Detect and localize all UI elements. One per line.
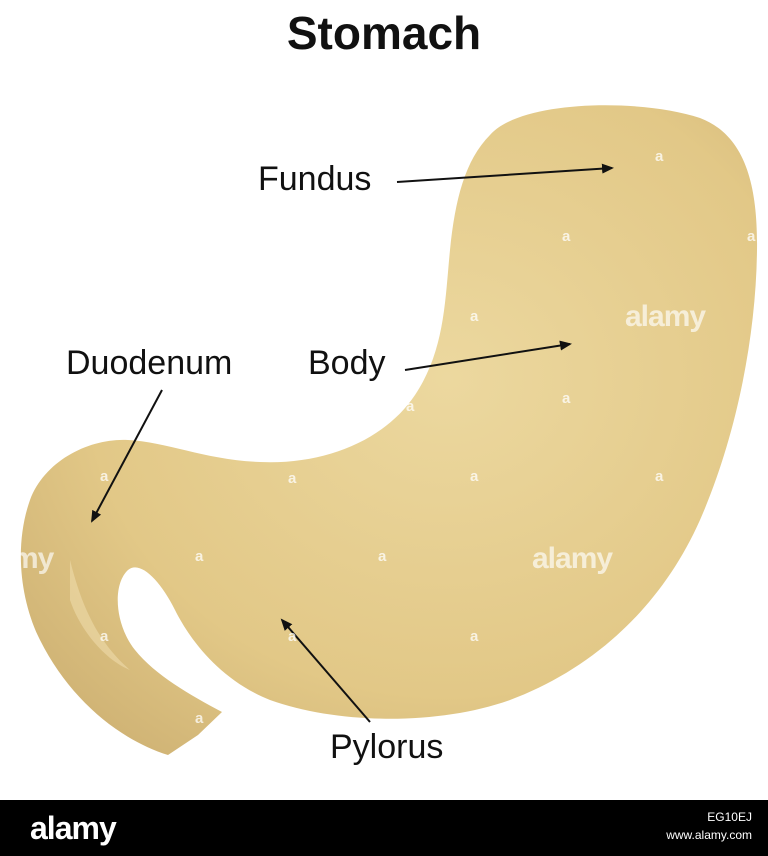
- watermark-mark: a: [378, 548, 387, 565]
- watermark-mark: a: [100, 468, 109, 485]
- watermark-brand: alamy: [532, 542, 613, 575]
- watermark-mark: a: [288, 628, 297, 645]
- watermark-mark: a: [562, 228, 571, 245]
- watermark-mark: a: [288, 470, 297, 487]
- watermark-mark: a: [195, 710, 204, 727]
- label-pylorus: Pylorus: [330, 728, 444, 766]
- watermark-mark: a: [562, 390, 571, 407]
- label-body: Body: [308, 344, 386, 382]
- footer-logo: alamy: [30, 810, 117, 846]
- footer-url: www.alamy.com: [666, 828, 752, 842]
- stomach-shape: [20, 105, 758, 755]
- watermark-mark: a: [470, 468, 479, 485]
- pylorus-arrow: [280, 618, 371, 723]
- watermark-mark: a: [655, 148, 664, 165]
- body-arrow: [404, 340, 572, 371]
- watermark-mark: a: [195, 548, 204, 565]
- duodenum-arrow: [91, 389, 163, 523]
- watermark-mark: a: [470, 628, 479, 645]
- watermark-brand: alamy: [625, 300, 706, 333]
- watermark-mark: a: [747, 228, 756, 245]
- label-duodenum: Duodenum: [66, 344, 233, 382]
- stomach-diagram: [20, 105, 758, 755]
- watermark-mark: a: [406, 398, 415, 415]
- watermark-mark: a: [470, 308, 479, 325]
- footer-bar: alamy EG10EJ www.alamy.com: [0, 800, 768, 856]
- watermark-mark: a: [655, 468, 664, 485]
- watermark-partial: my: [12, 542, 54, 575]
- label-fundus: Fundus: [258, 160, 372, 198]
- watermark-mark: a: [100, 628, 109, 645]
- diagram-title: Stomach: [286, 7, 482, 59]
- footer-image-id: EG10EJ: [707, 810, 752, 824]
- fundus-arrow: [396, 163, 614, 183]
- duodenum-highlight: [70, 560, 130, 670]
